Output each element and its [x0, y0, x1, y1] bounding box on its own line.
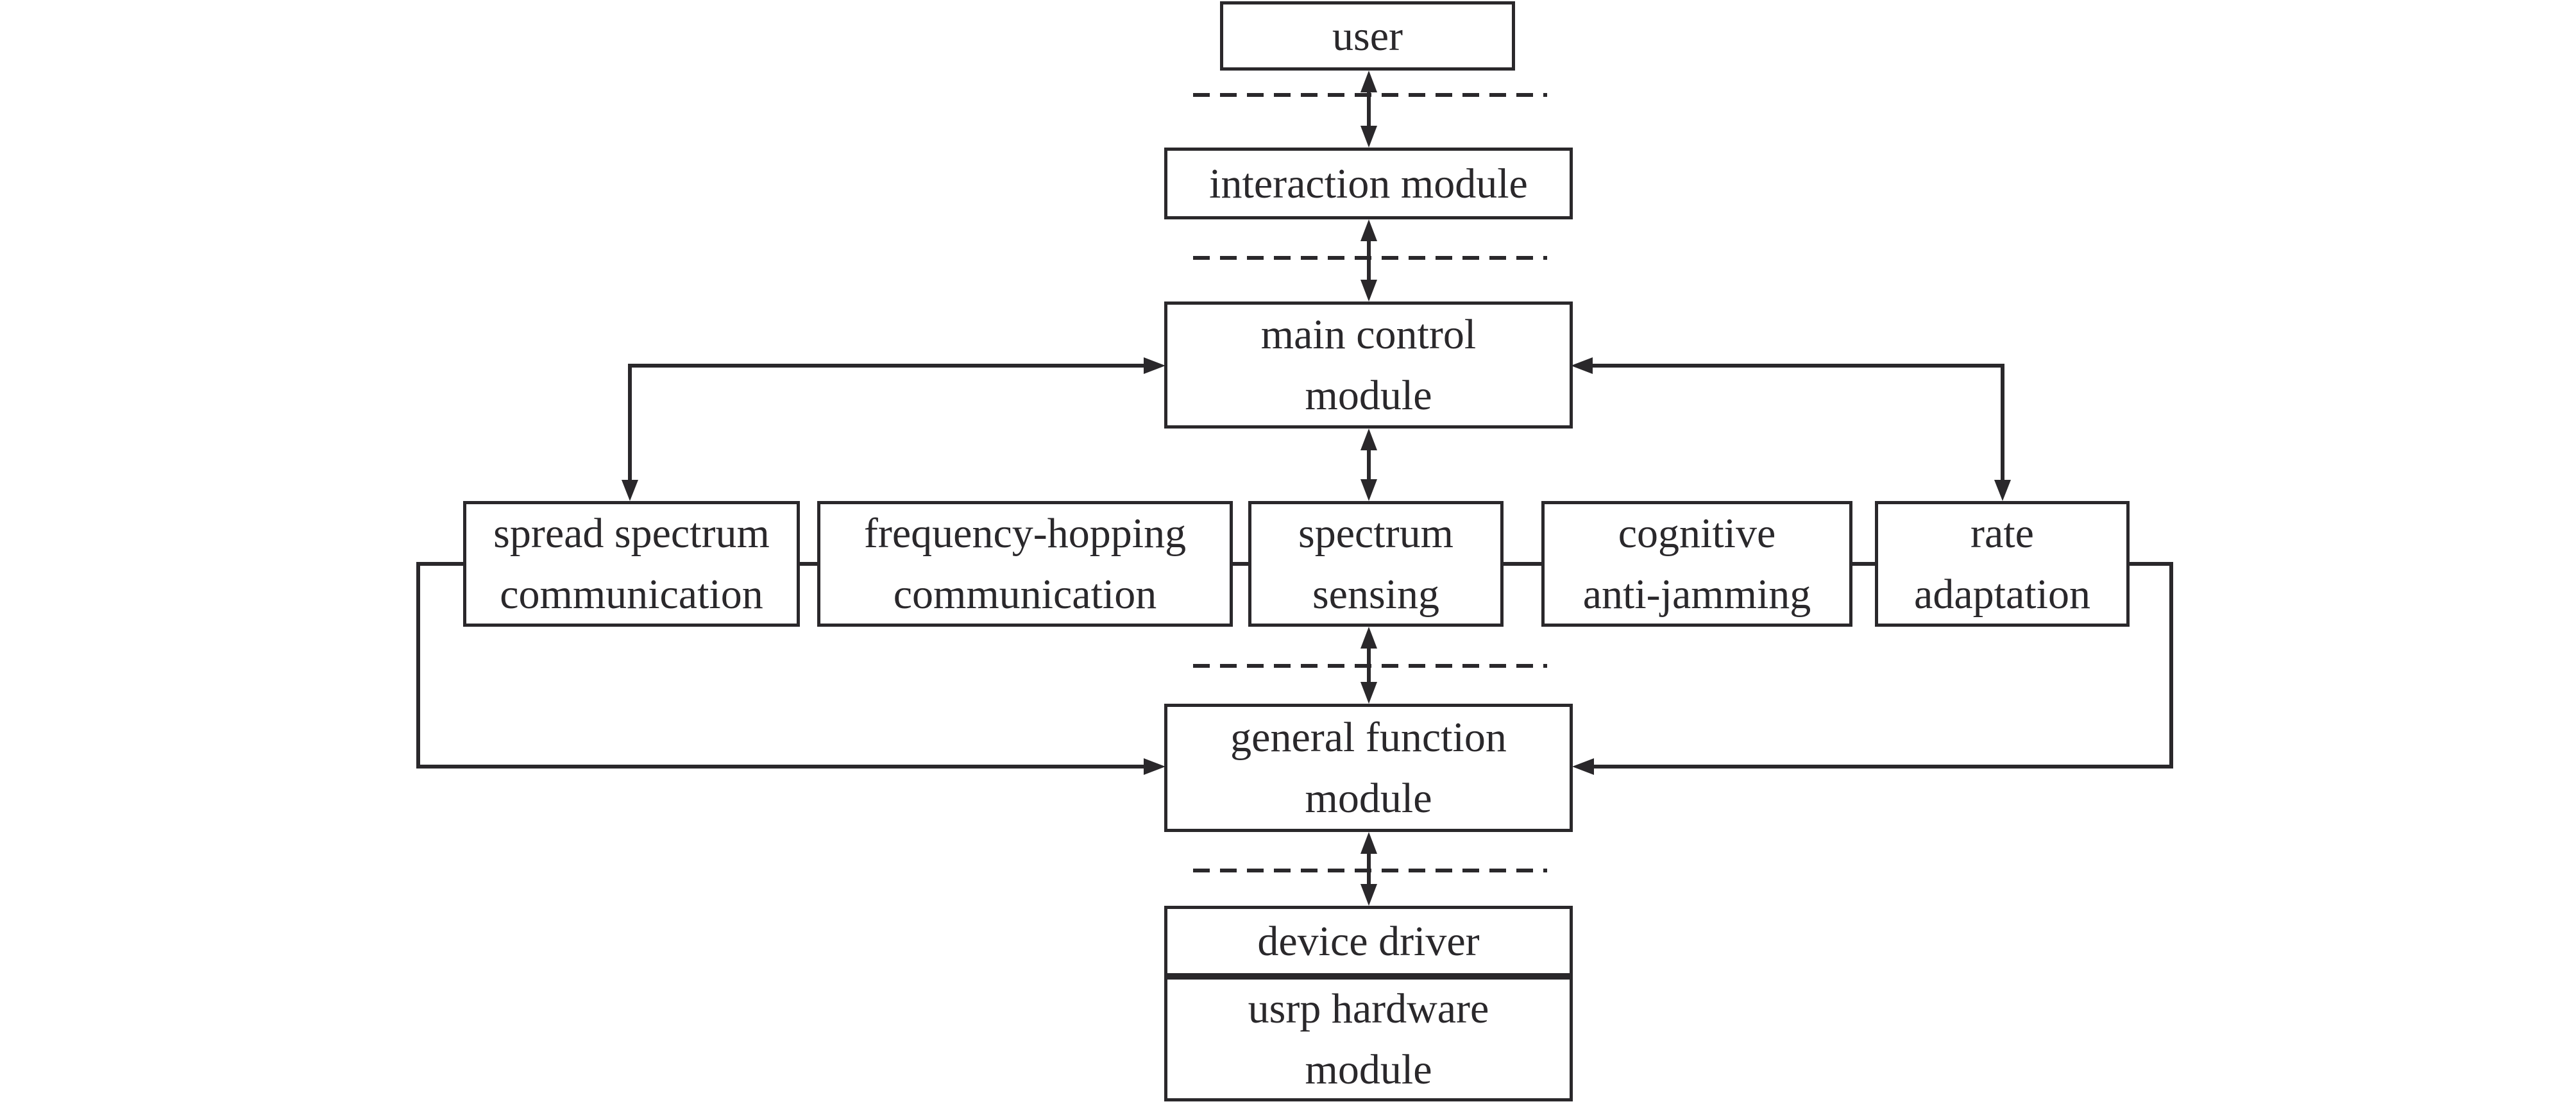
elbow-rate-adaptation-general-function: [1572, 562, 2173, 775]
node-usrp-hardware-module: usrp hardware module: [1164, 976, 1573, 1101]
node-general-function-label-line1: general function: [1230, 714, 1507, 761]
arrow-interaction-main-control: [1360, 219, 1377, 301]
node-spectrum-sensing: spectrum sensing: [1248, 501, 1504, 627]
arrow-user-interaction: [1360, 71, 1377, 148]
node-rate-adaptation: rate adaptation: [1875, 501, 2130, 627]
node-usrp-hardware-label-line2: module: [1305, 1046, 1432, 1093]
node-spread-spectrum-label-line1: spread spectrum: [493, 510, 770, 557]
node-main-control-module: main control module: [1164, 301, 1573, 429]
node-rate-adaptation-label-line2: adaptation: [1914, 571, 2090, 618]
elbow-main-control-spread-spectrum: [622, 357, 1165, 501]
node-cognitive-anti-jamming: cognitive anti-jamming: [1541, 501, 1852, 627]
node-spectrum-sensing-label-line1: spectrum: [1298, 510, 1453, 557]
node-spread-spectrum-label-line2: communication: [500, 571, 763, 618]
node-spread-spectrum-communication: spread spectrum communication: [463, 501, 800, 627]
node-main-control-module-label-line2: module: [1305, 372, 1432, 419]
node-main-control-module-label-line1: main control: [1260, 311, 1477, 358]
node-frequency-hopping-label-line1: frequency-hopping: [863, 510, 1187, 557]
arrow-general-function-device-driver: [1360, 832, 1377, 906]
node-interaction-module: interaction module: [1164, 148, 1573, 219]
node-general-function-module: general function module: [1164, 704, 1573, 832]
node-frequency-hopping-label-line2: communication: [893, 571, 1157, 618]
node-device-driver-label: device driver: [1257, 917, 1480, 965]
node-cognitive-anti-jamming-label-line2: anti-jamming: [1582, 571, 1811, 618]
arrow-main-control-spectrum-sensing: [1360, 429, 1377, 501]
node-spectrum-sensing-label-line2: sensing: [1312, 571, 1439, 618]
elbow-main-control-rate-adaptation: [1571, 357, 2011, 501]
node-rate-adaptation-label-line1: rate: [1970, 510, 2034, 557]
node-user: user: [1220, 1, 1515, 71]
node-frequency-hopping-communication: frequency-hopping communication: [817, 501, 1233, 627]
node-device-driver: device driver: [1164, 906, 1573, 976]
elbow-spread-spectrum-general-function: [416, 562, 1165, 775]
node-user-label: user: [1332, 12, 1403, 60]
arrow-spectrum-sensing-general-function: [1360, 627, 1377, 704]
node-usrp-hardware-label-line1: usrp hardware: [1248, 985, 1489, 1032]
node-interaction-module-label: interaction module: [1209, 160, 1528, 207]
node-general-function-label-line2: module: [1305, 775, 1432, 822]
node-cognitive-anti-jamming-label-line1: cognitive: [1618, 510, 1776, 557]
